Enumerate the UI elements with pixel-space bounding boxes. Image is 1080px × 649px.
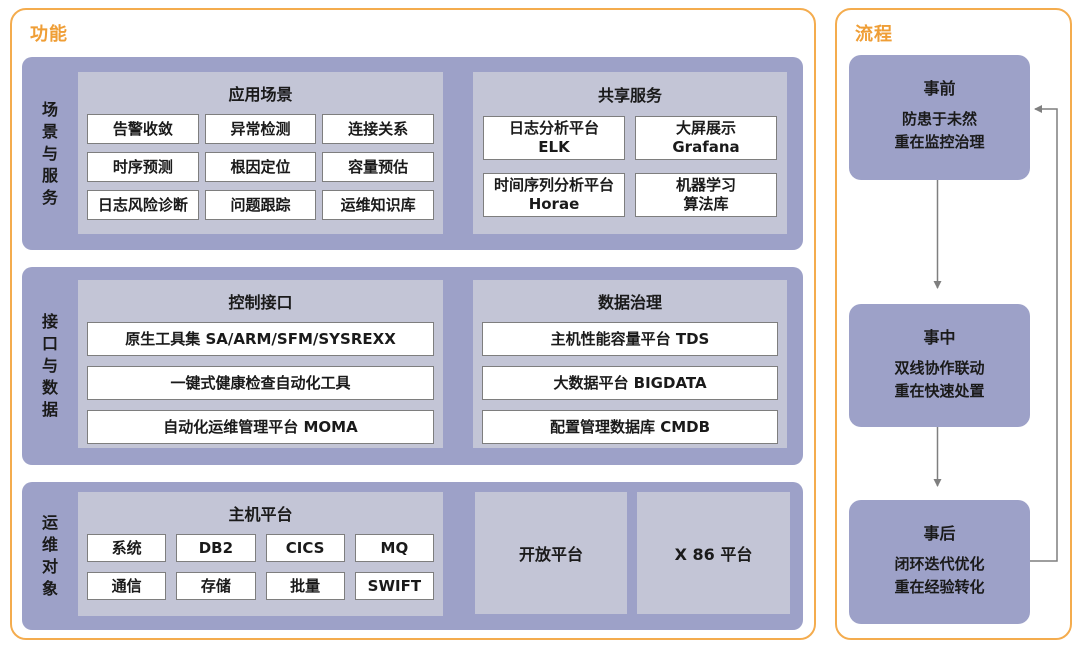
mainframe-platform-grid: 系统 DB2 CICS MQ 通信 存储 批量 SWIFT: [78, 534, 443, 600]
step-before-desc: 防患于未然 重在监控治理: [894, 110, 985, 151]
x86-platform-box: X 86 平台: [637, 492, 790, 614]
step-after-desc: 闭环迭代优化 重在经验转化: [894, 555, 985, 596]
step-during: 事中 双线协作联动 重在快速处置: [849, 304, 1030, 427]
item-communication: 通信: [87, 572, 167, 600]
item-dashboard-grafana: 大屏展示 Grafana: [635, 116, 777, 160]
item-capacity-estimate: 容量预估: [322, 152, 434, 182]
item-system: 系统: [87, 534, 167, 562]
step-after-title: 事后: [923, 524, 956, 543]
item-alarm-convergence: 告警收敛: [87, 114, 199, 144]
item-health-check-tool: 一键式健康检查自动化工具: [87, 366, 434, 400]
row-scenarios-services: 场 景 与 服 务 应用场景 告警收敛 异常检测 连接关系 时序预测 根因定位 …: [22, 57, 803, 250]
group-title-data-governance: 数据治理: [597, 293, 662, 312]
row-interfaces-data: 接 口 与 数 据 控制接口 原生工具集 SA/ARM/SFM/SYSREXX …: [22, 267, 803, 465]
arrow-post-to-pre-feedback: [1028, 105, 1058, 562]
item-batch: 批量: [265, 572, 345, 600]
functions-panel-title: 功能: [30, 24, 68, 45]
application-scenarios-grid: 告警收敛 异常检测 连接关系 时序预测 根因定位 容量预估 日志风险诊断 问题跟…: [78, 114, 443, 220]
group-application-scenarios: 应用场景 告警收敛 异常检测 连接关系 时序预测 根因定位 容量预估 日志风险诊…: [78, 72, 443, 234]
item-cics: CICS: [265, 534, 345, 562]
row-label-interfaces-data: 接 口 与 数 据: [41, 312, 58, 419]
group-title-mainframe-platform: 主机平台: [228, 505, 293, 524]
item-timeseries-forecast: 时序预测: [87, 152, 199, 182]
row-label-ops-objects: 运 维 对 象: [41, 513, 58, 598]
step-after: 事后 闭环迭代优化 重在经验转化: [849, 500, 1030, 624]
process-panel-title: 流程: [855, 24, 893, 45]
open-platform-box: 开放平台: [475, 492, 627, 614]
group-data-governance: 数据治理 主机性能容量平台 TDS 大数据平台 BIGDATA 配置管理数据库 …: [473, 280, 787, 448]
item-tds-platform: 主机性能容量平台 TDS: [482, 322, 778, 356]
process-panel: 流程 事前 防患于未然 重在监控治理 事中 双线协作联动 重在快速处置 事后 闭…: [835, 8, 1072, 640]
group-title-application-scenarios: 应用场景: [228, 85, 293, 104]
item-log-platform-elk: 日志分析平台 ELK: [483, 116, 625, 160]
step-before-title: 事前: [923, 79, 956, 98]
step-during-desc: 双线协作联动 重在快速处置: [894, 359, 985, 400]
group-title-shared-services: 共享服务: [597, 86, 662, 105]
item-cmdb: 配置管理数据库 CMDB: [482, 410, 778, 444]
item-issue-tracking: 问题跟踪: [204, 190, 317, 220]
functions-panel: 功能 场 景 与 服 务 应用场景 告警收敛 异常检测 连接关系 时序预测 根因…: [10, 8, 816, 640]
item-db2: DB2: [176, 534, 256, 562]
shared-services-grid: 日志分析平台 ELK 大屏展示 Grafana 时间序列分析平台 Horae 机…: [473, 116, 787, 217]
item-ml-algorithm-lib: 机器学习 算法库: [635, 173, 777, 217]
item-swift: SWIFT: [354, 572, 434, 600]
item-timeseries-horae: 时间序列分析平台 Horae: [483, 173, 625, 217]
step-during-title: 事中: [923, 328, 956, 347]
item-log-risk-diagnosis: 日志风险诊断: [87, 190, 199, 220]
group-mainframe-platform: 主机平台 系统 DB2 CICS MQ 通信 存储 批量 SWIFT: [78, 492, 443, 616]
control-interfaces-grid: 原生工具集 SA/ARM/SFM/SYSREXX 一键式健康检查自动化工具 自动…: [78, 322, 443, 444]
item-connection-relation: 连接关系: [322, 114, 434, 144]
item-anomaly-detection: 异常检测: [204, 114, 317, 144]
item-native-toolset: 原生工具集 SA/ARM/SFM/SYSREXX: [87, 322, 434, 356]
group-shared-services: 共享服务 日志分析平台 ELK 大屏展示 Grafana 时间序列分析平台 Ho…: [473, 72, 787, 234]
item-ops-knowledge-base: 运维知识库: [322, 190, 434, 220]
group-control-interfaces: 控制接口 原生工具集 SA/ARM/SFM/SYSREXX 一键式健康检查自动化…: [78, 280, 443, 448]
group-title-control-interfaces: 控制接口: [228, 293, 293, 312]
row-label-scenarios-services: 场 景 与 服 务: [41, 99, 58, 207]
item-moma-platform: 自动化运维管理平台 MOMA: [87, 410, 434, 444]
row-ops-objects: 运 维 对 象 主机平台 系统 DB2 CICS MQ 通信 存储 批量 SWI…: [22, 482, 803, 630]
item-root-cause: 根因定位: [204, 152, 317, 182]
step-before: 事前 防患于未然 重在监控治理: [849, 55, 1030, 180]
data-governance-grid: 主机性能容量平台 TDS 大数据平台 BIGDATA 配置管理数据库 CMDB: [473, 322, 787, 444]
item-storage: 存储: [176, 572, 256, 600]
item-mq: MQ: [354, 534, 434, 562]
item-bigdata-platform: 大数据平台 BIGDATA: [482, 366, 778, 400]
